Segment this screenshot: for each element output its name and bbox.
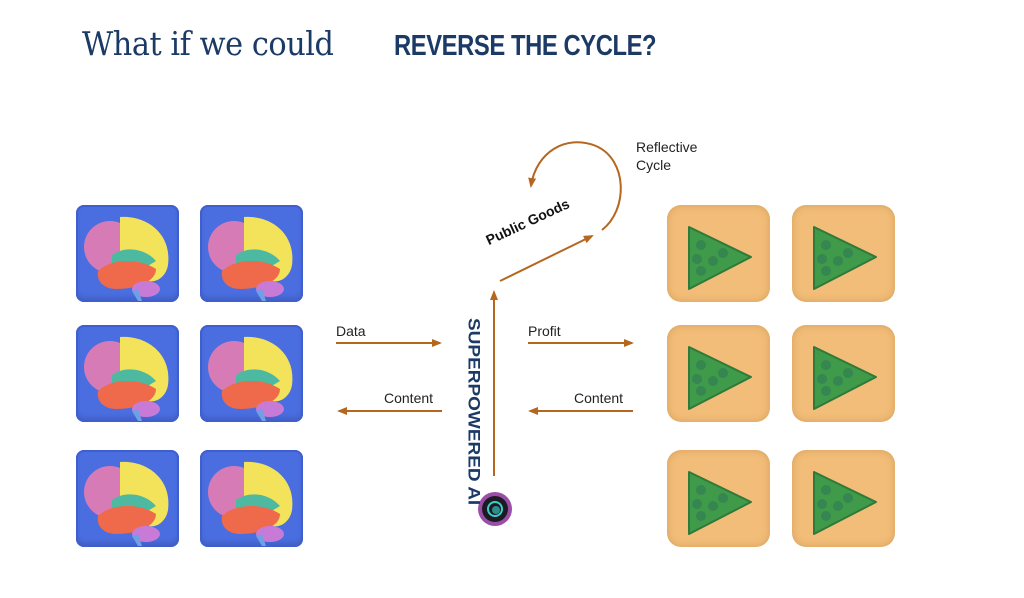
play-texture-spot	[821, 266, 831, 276]
brain-icon	[84, 216, 169, 301]
public-goods-arrow	[499, 235, 594, 282]
play-texture-spot	[817, 254, 827, 264]
play-texture-spot	[833, 256, 843, 266]
title-prefix: What if we could	[82, 24, 334, 63]
play-icon	[688, 346, 752, 410]
brain-icon	[84, 461, 169, 546]
brain-icon	[208, 336, 293, 421]
play-texture-spot	[843, 248, 853, 258]
brain-stem	[256, 534, 266, 546]
play-texture-spot	[696, 511, 706, 521]
play-texture-spot	[821, 360, 831, 370]
play-texture-spot	[708, 501, 718, 511]
brain-stem	[132, 534, 142, 546]
ai-orb-icon	[478, 492, 512, 526]
brain-tile	[200, 325, 303, 422]
play-texture-spot	[843, 368, 853, 378]
play-tile	[667, 205, 770, 302]
play-texture-spot	[696, 485, 706, 495]
reflective-cycle-arrow	[528, 141, 622, 231]
play-texture-spot	[718, 493, 728, 503]
play-texture-spot	[696, 360, 706, 370]
play-icon	[688, 471, 752, 535]
play-texture-spot	[821, 386, 831, 396]
play-texture-spot	[821, 485, 831, 495]
play-texture-spot	[718, 368, 728, 378]
brain-tile	[200, 450, 303, 547]
play-texture-spot	[833, 376, 843, 386]
title-emphasis: REVERSE THE CYCLE?	[394, 30, 657, 62]
content-left-label: Content	[384, 390, 434, 406]
play-texture-spot	[817, 374, 827, 384]
page-title: What if we could REVERSE THE CYCLE?	[82, 24, 657, 63]
play-texture-spot	[821, 511, 831, 521]
brain-stem	[256, 409, 266, 421]
play-texture-spot	[696, 240, 706, 250]
play-icon	[688, 226, 752, 290]
play-texture-spot	[708, 376, 718, 386]
play-texture-spot	[696, 266, 706, 276]
play-texture-spot	[696, 386, 706, 396]
superpowered-ai-label: SUPERPOWERED AI	[464, 318, 483, 506]
brain-tile	[200, 205, 303, 302]
brain-tile	[76, 450, 179, 547]
brain-tile	[76, 325, 179, 422]
play-icon	[813, 226, 877, 290]
play-tile	[792, 325, 895, 422]
play-tile	[667, 325, 770, 422]
play-icon	[813, 471, 877, 535]
brain-icon	[208, 461, 293, 546]
reflective-label-line2: Cycle	[636, 157, 672, 173]
play-icon	[813, 346, 877, 410]
brain-icon	[84, 336, 169, 421]
play-texture-spot	[692, 499, 702, 509]
play-texture-spot	[833, 501, 843, 511]
brain-tile	[76, 205, 179, 302]
play-texture-spot	[821, 240, 831, 250]
brain-icon	[208, 216, 293, 301]
play-texture-spot	[817, 499, 827, 509]
play-texture-spot	[692, 374, 702, 384]
play-texture-spot	[718, 248, 728, 258]
play-tile	[792, 450, 895, 547]
play-tile	[792, 205, 895, 302]
data-label: Data	[336, 323, 366, 339]
brain-stem	[132, 409, 142, 421]
play-texture-spot	[692, 254, 702, 264]
reflective-label-line1: Reflective	[636, 139, 698, 155]
play-texture-spot	[843, 493, 853, 503]
content-right-label: Content	[574, 390, 624, 406]
play-texture-spot	[708, 256, 718, 266]
brain-stem	[132, 289, 142, 301]
play-tile	[667, 450, 770, 547]
brain-stem	[256, 289, 266, 301]
profit-label: Profit	[528, 323, 561, 339]
